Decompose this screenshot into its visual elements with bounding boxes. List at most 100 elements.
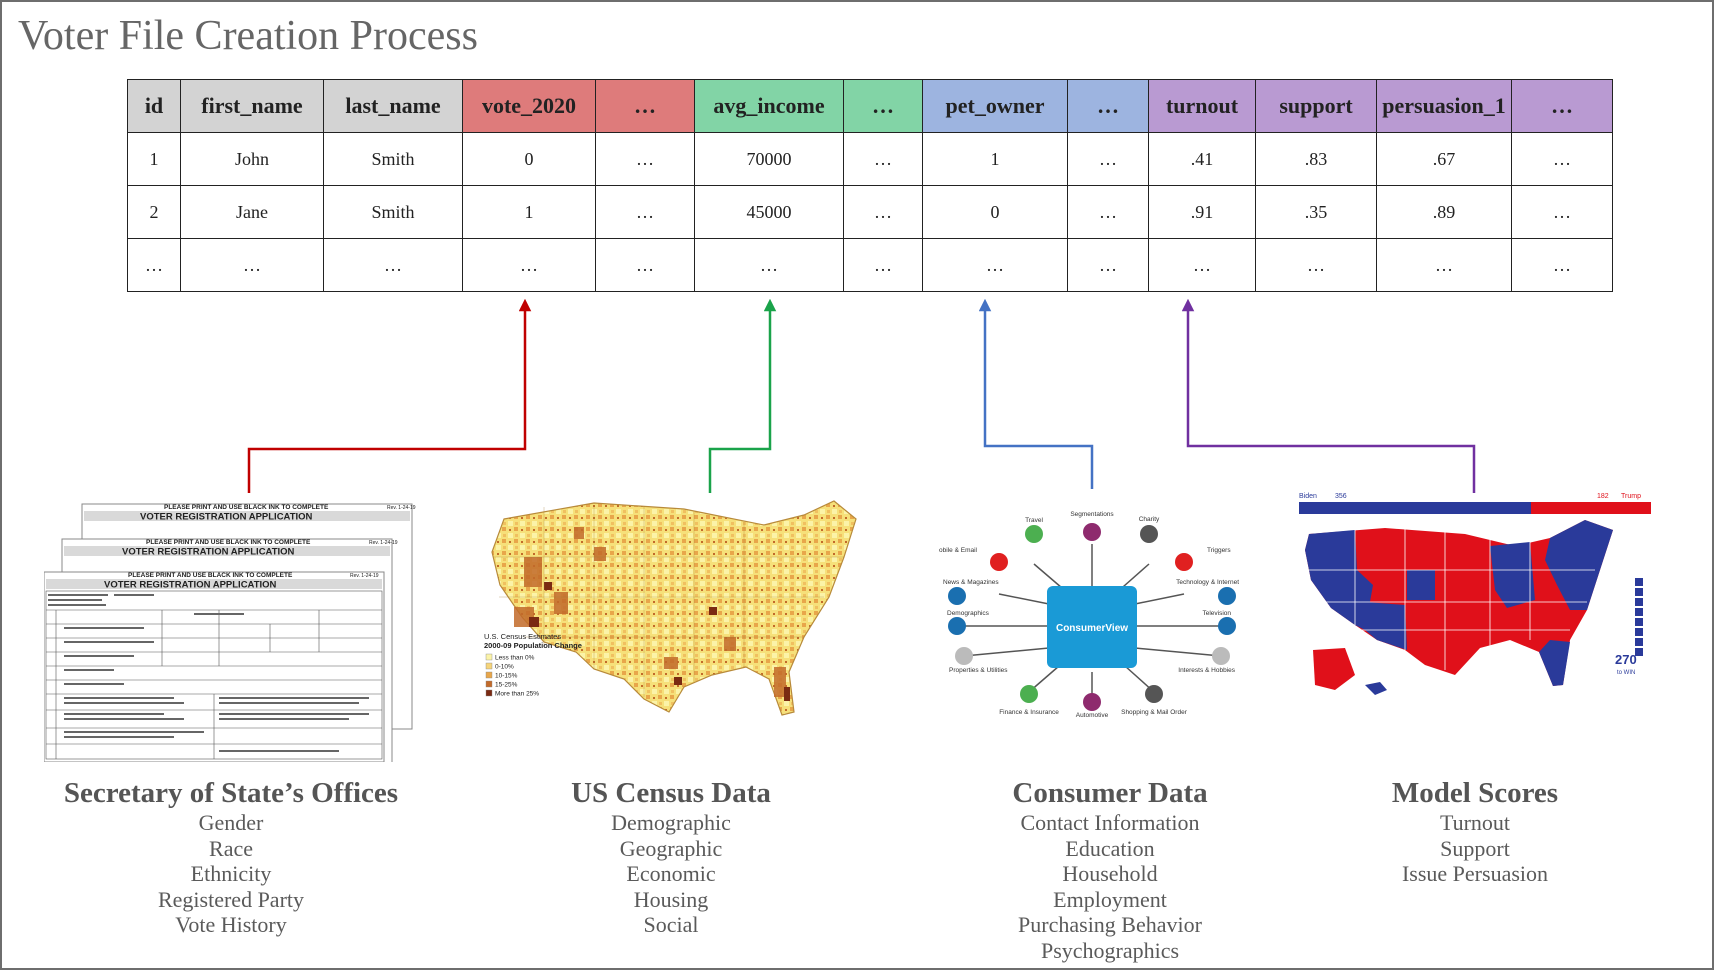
source-item: Ethnicity — [190, 861, 272, 886]
consumer-category-label: News & Magazines — [943, 579, 999, 586]
consumer-category-label: Finance & Insurance — [999, 709, 1059, 716]
consumer-category-label: Charity — [1139, 516, 1160, 523]
source-item: Vote History — [175, 912, 287, 937]
form-instruction-1: PLEASE PRINT AND USE BLACK INK TO COMPLE… — [164, 504, 329, 511]
column-header: persuasion_1 — [1376, 79, 1512, 133]
form-instruction-2: PLEASE PRINT AND USE BLACK INK TO COMPLE… — [146, 539, 311, 546]
legend-label: Less than 0% — [495, 655, 535, 662]
consumer-category-icon — [955, 647, 973, 665]
table-cell: .89 — [1376, 185, 1512, 239]
consumer-category-label: Mobile & Email — [939, 547, 978, 554]
column-header: support — [1255, 79, 1377, 133]
source-item: Education — [1065, 835, 1155, 861]
table-cell: … — [595, 238, 695, 292]
source-item: Contact Information — [1020, 810, 1200, 835]
consumer-category-label: Automotive — [1076, 712, 1109, 719]
form-instruction-3: PLEASE PRINT AND USE BLACK INK TO COMPLE… — [128, 572, 293, 579]
table-cell: John — [180, 132, 324, 186]
arrow-census-to-income — [708, 298, 777, 493]
consumer-category-icon — [1145, 685, 1163, 703]
source-item: Housing — [633, 886, 709, 912]
census-legend-subtitle: 2000-09 Population Change — [484, 641, 582, 650]
table-cell: … — [1255, 238, 1377, 292]
table-cell: .41 — [1148, 132, 1256, 186]
table-cell: … — [323, 238, 463, 292]
table-cell: … — [462, 238, 596, 292]
consumer-category-icon — [1025, 525, 1043, 543]
source-item: Geographic — [619, 835, 723, 861]
consumer-category-icon — [948, 587, 966, 605]
source-item: Registered Party — [157, 886, 305, 912]
consumer-category-label: Shopping & Mail Order — [1121, 709, 1188, 716]
consumer-category-icon — [1140, 525, 1158, 543]
consumer-category-icon — [990, 553, 1008, 571]
source-item: Household — [1062, 861, 1158, 886]
census-population-map-image: U.S. Census Estimates 2000-09 Population… — [484, 500, 857, 716]
consumer-category-label: Triggers — [1207, 547, 1231, 554]
biden-votes: 356 — [1335, 493, 1347, 500]
form-heading-3: VOTER REGISTRATION APPLICATION — [104, 580, 277, 591]
table-cell: … — [1148, 238, 1256, 292]
legend-swatch — [485, 662, 493, 670]
column-header: vote_2020 — [462, 79, 596, 133]
consumer-category-icon — [1083, 693, 1101, 711]
consumer-category-label: Travel — [1025, 517, 1043, 524]
column-header: pet_owner — [922, 79, 1068, 133]
source-heading: Secretary of State’s Offices — [63, 777, 399, 809]
consumer-category-label: Technology & Internet — [1176, 579, 1239, 586]
table-cell: 70000 — [694, 132, 844, 186]
table-cell: .35 — [1255, 185, 1377, 239]
consumer-category-label: Television — [1202, 610, 1231, 617]
table-row: ………………………………… — [127, 238, 1613, 292]
column-header: … — [843, 79, 923, 133]
consumerview-diagram-image: ConsumerView TravelSegmentationsCharityM… — [939, 511, 1239, 719]
consumerview-center-label: ConsumerView — [1056, 623, 1128, 634]
form-rev-1: Rev. 1-24-19 — [387, 505, 416, 511]
legend-label: 15-25% — [495, 682, 518, 689]
legend-swatch — [485, 671, 493, 679]
column-header: … — [1511, 79, 1613, 133]
table-cell: Smith — [323, 185, 463, 239]
table-cell: … — [1067, 185, 1149, 239]
consumer-category-icon — [948, 617, 966, 635]
source-heading: Consumer Data — [1012, 777, 1208, 809]
form-heading-1: VOTER REGISTRATION APPLICATION — [140, 512, 313, 523]
source-item: Demographic — [611, 810, 731, 835]
table-cell: … — [843, 185, 923, 239]
table-cell: … — [180, 238, 324, 292]
column-header: id — [127, 79, 181, 133]
table-cell: 0 — [922, 185, 1068, 239]
table-cell: … — [922, 238, 1068, 292]
source-item: Turnout — [1439, 810, 1511, 835]
source-item: Employment — [1053, 886, 1167, 912]
census-legend: Less than 0%0-10%10-15%15-25%More than 2… — [485, 653, 539, 698]
arrow-model-to-turnout — [1181, 298, 1476, 493]
consumer-category-icon — [1218, 587, 1236, 605]
consumer-category-icon — [1218, 617, 1236, 635]
column-header: turnout — [1148, 79, 1256, 133]
form-heading-2: VOTER REGISTRATION APPLICATION — [122, 547, 295, 558]
legend-label: 0-10% — [495, 664, 514, 671]
legend-label: 10-15% — [495, 673, 518, 680]
consumer-category-icon — [1212, 647, 1230, 665]
source-item: Social — [643, 912, 699, 937]
consumer-category-icon — [1175, 553, 1193, 571]
source-item: Purchasing Behavior — [1018, 912, 1202, 937]
arrow-sos-to-vote — [247, 298, 532, 493]
table-cell: .91 — [1148, 185, 1256, 239]
biden-label: Biden — [1299, 493, 1317, 500]
legend-swatch — [485, 653, 493, 661]
map-logo-text: to WIN — [1617, 670, 1635, 676]
column-header: … — [1067, 79, 1149, 133]
source-heading: Model Scores — [1391, 777, 1559, 809]
form-rev-2: Rev. 1-24-19 — [369, 540, 398, 546]
consumer-category-icon — [1020, 685, 1038, 703]
